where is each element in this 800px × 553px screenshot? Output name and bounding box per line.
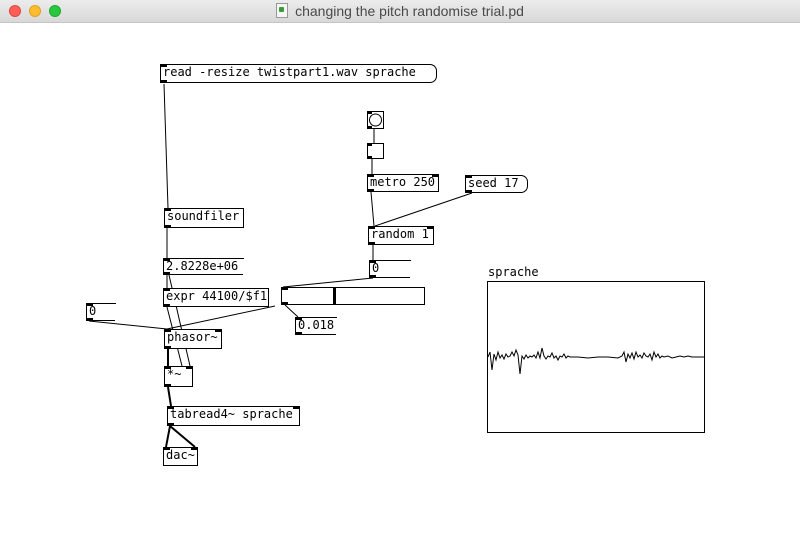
inlet [427,226,434,229]
slider-value-number: 0.018 [298,318,335,332]
cord-metro-random [370,191,375,227]
cord-seed-random [374,192,473,227]
outlet [367,189,374,192]
expr-object[interactable]: expr 44100/$f1 [163,288,269,307]
inlet [164,329,171,332]
horizontal-slider[interactable] [281,287,425,305]
random-number-box[interactable]: 0 [369,260,411,278]
outlet [167,423,174,426]
inlet [368,226,375,229]
outlet [369,275,376,278]
inlet [86,303,93,306]
outlet [368,242,375,245]
inlet [163,447,170,450]
random-number-value: 0 [372,261,380,275]
cord-read-soundfiler [163,83,169,209]
close-window-button[interactable] [9,5,21,17]
inlet [163,258,170,261]
cord-slider-number [284,304,299,318]
inlet [186,366,193,369]
soundfiler-object[interactable]: soundfiler [164,208,244,228]
slider-knob[interactable] [333,288,336,304]
read-message-label: read -resize twistpart1.wav sprache [163,65,416,79]
inlet [367,174,374,177]
inlet [369,260,376,263]
zero-value-left: 0 [89,304,97,318]
seed-message-box[interactable]: seed 17 [465,175,528,193]
cord-tabread-dac-left [165,425,171,448]
sample-count-number-box[interactable]: 2.8228e+06 [163,258,244,275]
multiply-signal-object[interactable]: *~ [164,366,193,387]
outlet [164,346,171,349]
inlet [215,329,222,332]
minimize-window-button[interactable] [29,5,41,17]
bang-circle-icon [369,113,382,127]
inlet [163,288,170,291]
read-message-box[interactable]: read -resize twistpart1.wav sprache [160,64,437,83]
random-label: random 1 [371,227,429,241]
window-title-area: changing the pitch randomise trial.pd [0,0,800,22]
outlet [86,318,93,321]
outlet [367,126,372,129]
bang-button[interactable] [367,111,384,129]
metro-label: metro 250 [370,175,436,189]
inlet [164,366,171,369]
pd-document-icon [276,3,289,18]
phasor-object[interactable]: phasor~ [164,329,222,349]
sample-count-value: 2.8228e+06 [166,259,239,273]
array-graph[interactable] [487,281,705,433]
cord-slider-phasor [166,305,276,330]
inlet [160,64,167,67]
inlet [167,406,174,409]
inlet [164,208,171,211]
array-name-label: sprache [488,265,539,279]
inlet [367,143,372,146]
cord-zero-phasor [88,320,168,330]
inlet [293,406,300,409]
outlet [367,156,372,159]
expr-label: expr 44100/$f1 [166,289,268,303]
inlet [432,174,439,177]
slider-value-number-box[interactable]: 0.018 [295,317,337,335]
tabread-object[interactable]: tabread4~ sprache [167,406,300,426]
cord-number-slider [282,277,374,288]
phasor-label: phasor~ [167,330,218,344]
window-title: changing the pitch randomise trial.pd [295,3,524,19]
dac-object[interactable]: dac~ [163,447,198,466]
inlet [465,175,472,178]
outlet [164,225,171,228]
inlet [281,287,288,290]
cord-tabread-dac-right [169,425,196,448]
cord-mult-tabread [167,386,172,407]
outlet [465,190,472,193]
multiply-label: *~ [167,367,182,381]
outlet [160,80,167,83]
inlet [367,111,372,114]
zero-number-box-left[interactable]: 0 [86,303,116,321]
random-object[interactable]: random 1 [368,226,434,245]
outlet [163,304,170,307]
tabread-label: tabread4~ sprache [170,407,293,421]
maximize-window-button[interactable] [49,5,61,17]
outlet [163,272,170,275]
inlet [295,317,302,320]
waveform-plot [488,347,704,375]
soundfiler-label: soundfiler [167,209,240,223]
metro-object[interactable]: metro 250 [367,174,439,192]
outlet [164,384,171,387]
outlet [281,302,288,305]
inlet [191,447,198,450]
window-titlebar: changing the pitch randomise trial.pd [0,0,800,23]
toggle-box[interactable] [367,143,384,159]
seed-message-label: seed 17 [468,176,519,190]
outlet [295,332,302,335]
dac-label: dac~ [166,448,195,462]
